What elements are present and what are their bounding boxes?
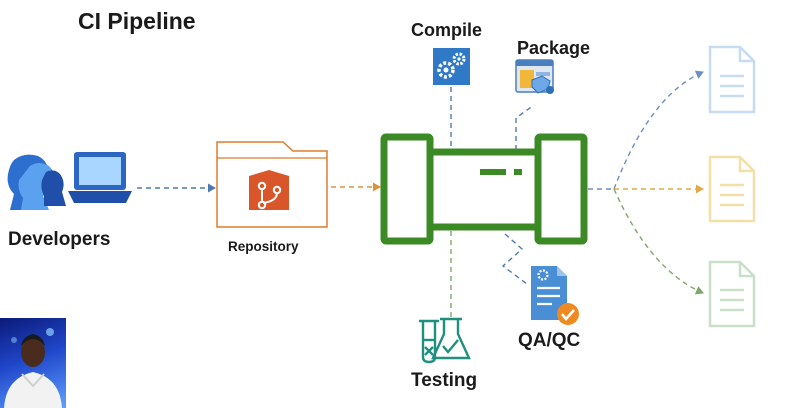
testing-label: Testing	[411, 370, 478, 391]
presenter-avatar	[0, 318, 66, 408]
document-icon	[708, 45, 756, 114]
connector-package	[515, 104, 535, 150]
qa-label: QA/QC	[518, 330, 581, 351]
pipeline-icon	[380, 133, 588, 245]
developers-icon	[7, 152, 132, 210]
repository-folder-icon	[216, 141, 328, 228]
qa-document-check-icon	[531, 266, 579, 325]
document-icon	[708, 260, 756, 328]
lab-flask-icon	[419, 317, 471, 364]
arrow-output-top	[613, 70, 704, 190]
diagram-title: CI Pipeline	[78, 8, 196, 34]
gears-icon	[433, 48, 470, 85]
arrow-output-bottom	[613, 188, 704, 295]
presenter-photo	[4, 328, 62, 408]
compile-label: Compile	[411, 20, 483, 40]
package-icon	[515, 59, 554, 94]
repository-label: Repository	[228, 239, 299, 254]
developers-label: Developers	[8, 229, 111, 250]
package-label: Package	[517, 38, 591, 58]
document-icon	[708, 155, 756, 223]
git-repository-icon	[249, 170, 289, 210]
connector-qa	[501, 233, 528, 285]
